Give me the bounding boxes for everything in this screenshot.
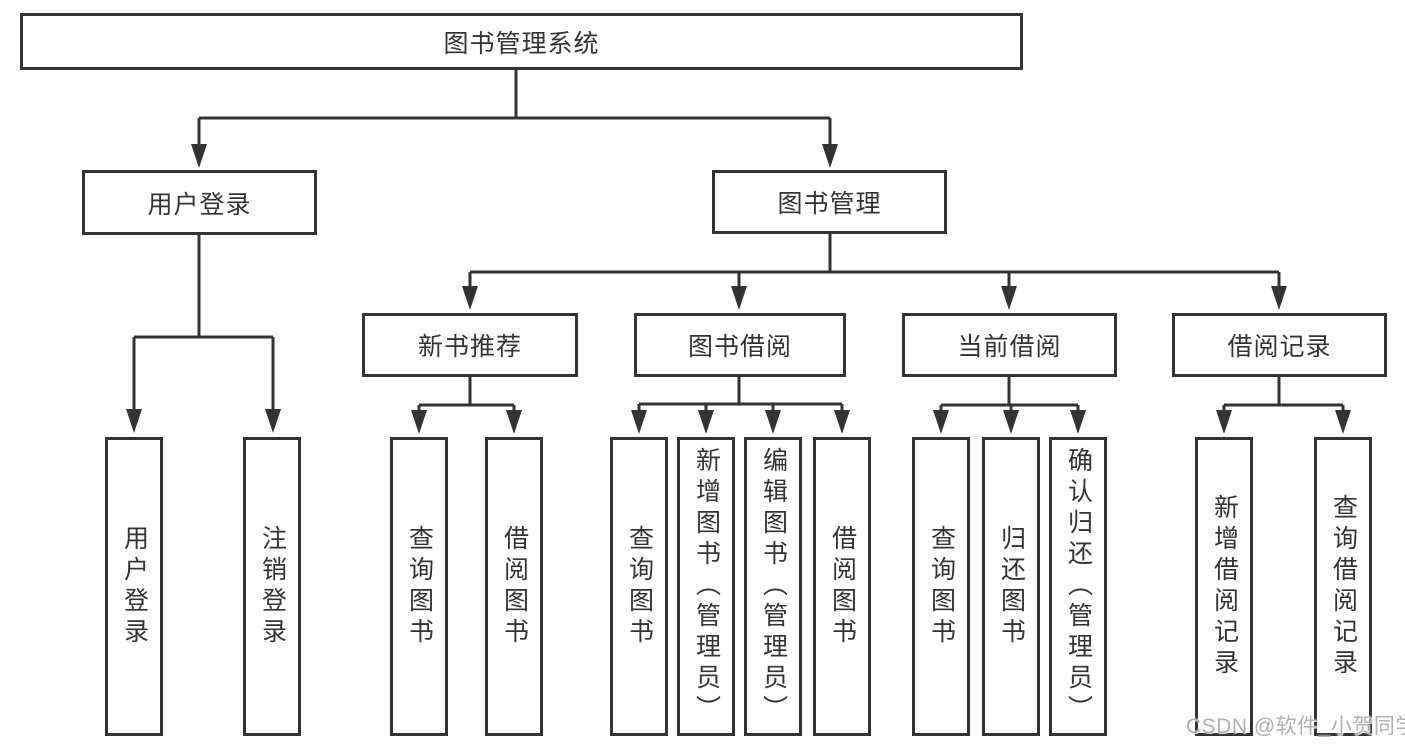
arrow-down-icon bbox=[126, 409, 142, 433]
leaf-borrow-edit-books-admin: 编辑图书（管理员） bbox=[744, 437, 802, 736]
node-book-borrow: 图书借阅 bbox=[634, 313, 846, 377]
arrow-down-icon bbox=[1070, 410, 1086, 434]
leaf-newbooks-borrow-books: 借阅图书 bbox=[485, 437, 543, 736]
leaf-borrow-add-books-admin: 新增图书（管理员） bbox=[677, 437, 735, 736]
arrow-down-icon bbox=[191, 144, 207, 168]
arrow-down-icon bbox=[631, 410, 647, 434]
arrow-down-icon bbox=[834, 410, 850, 434]
arrow-down-icon bbox=[1216, 410, 1232, 434]
connector-root-to-level2 bbox=[197, 70, 832, 146]
node-library-management-system: 图书管理系统 bbox=[20, 13, 1023, 70]
watermark: CSDN @软件_小贺同学 bbox=[1186, 715, 1405, 738]
leaf-borrow-borrow-books: 借阅图书 bbox=[813, 437, 871, 736]
arrow-down-icon bbox=[411, 410, 427, 434]
node-book-management: 图书管理 bbox=[712, 170, 947, 234]
leaf-current-query-books: 查询图书 bbox=[912, 437, 970, 736]
arrow-down-icon bbox=[731, 286, 747, 310]
arrow-down-icon bbox=[462, 286, 478, 310]
leaf-current-return-books: 归还图书 bbox=[982, 437, 1040, 736]
arrow-down-icon bbox=[1001, 286, 1017, 310]
connector-login-to-leaves bbox=[132, 235, 275, 411]
leaf-current-confirm-return-admin: 确认归还（管理员） bbox=[1049, 437, 1107, 736]
arrow-down-icon bbox=[265, 409, 281, 433]
node-new-book-recommend: 新书推荐 bbox=[362, 313, 578, 377]
arrowheads bbox=[126, 144, 1351, 434]
leaf-user-login: 用户登录 bbox=[105, 437, 163, 736]
leaf-records-add-record: 新增借阅记录 bbox=[1195, 437, 1253, 736]
arrow-down-icon bbox=[933, 410, 949, 434]
arrow-down-icon bbox=[765, 410, 781, 434]
connector-currentborrow-to-leaves bbox=[939, 377, 1080, 412]
leaf-newbooks-query-books: 查询图书 bbox=[390, 437, 448, 736]
node-current-borrow: 当前借阅 bbox=[902, 313, 1117, 377]
connector-mgmt-to-level3 bbox=[468, 234, 1281, 288]
leaf-logout: 注销登录 bbox=[243, 437, 301, 736]
node-user-login: 用户登录 bbox=[82, 170, 317, 235]
connector-records-to-leaves bbox=[1222, 377, 1345, 412]
arrow-down-icon bbox=[506, 410, 522, 434]
arrow-down-icon bbox=[1335, 410, 1351, 434]
arrow-down-icon bbox=[698, 410, 714, 434]
arrow-down-icon bbox=[1271, 286, 1287, 310]
arrow-down-icon bbox=[1003, 410, 1019, 434]
leaf-borrow-query-books: 查询图书 bbox=[610, 437, 668, 736]
node-borrow-records: 借阅记录 bbox=[1172, 313, 1387, 377]
connector-newbooks-to-leaves bbox=[417, 377, 516, 412]
connector-bookborrow-to-leaves bbox=[637, 377, 844, 412]
arrow-down-icon bbox=[822, 144, 838, 168]
leaf-records-query-record: 查询借阅记录 bbox=[1314, 437, 1372, 736]
